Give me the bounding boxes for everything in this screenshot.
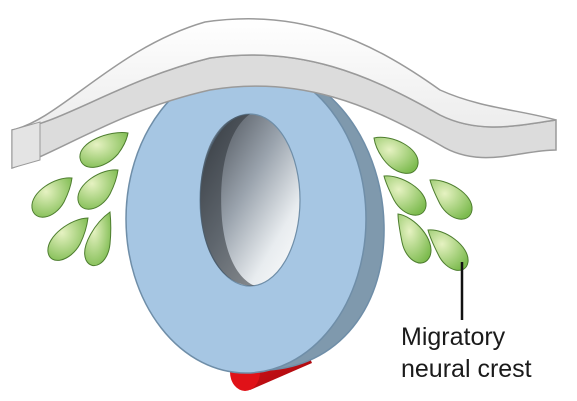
crest-cell — [80, 133, 128, 168]
crest-cell — [78, 170, 118, 209]
crest-cell — [85, 212, 111, 266]
crest-cell — [48, 218, 88, 260]
neural-tube-ring — [126, 65, 384, 373]
label-migratory: Migratory — [401, 322, 505, 352]
sheet-front-face — [12, 122, 40, 168]
neural-crest-cells-right — [374, 137, 472, 270]
crest-cell — [398, 214, 431, 263]
crest-cell — [374, 137, 418, 173]
label-neural-crest: neural crest — [401, 354, 532, 384]
crest-cell — [32, 178, 72, 217]
crest-cell — [384, 176, 426, 215]
crest-cell — [430, 180, 472, 219]
